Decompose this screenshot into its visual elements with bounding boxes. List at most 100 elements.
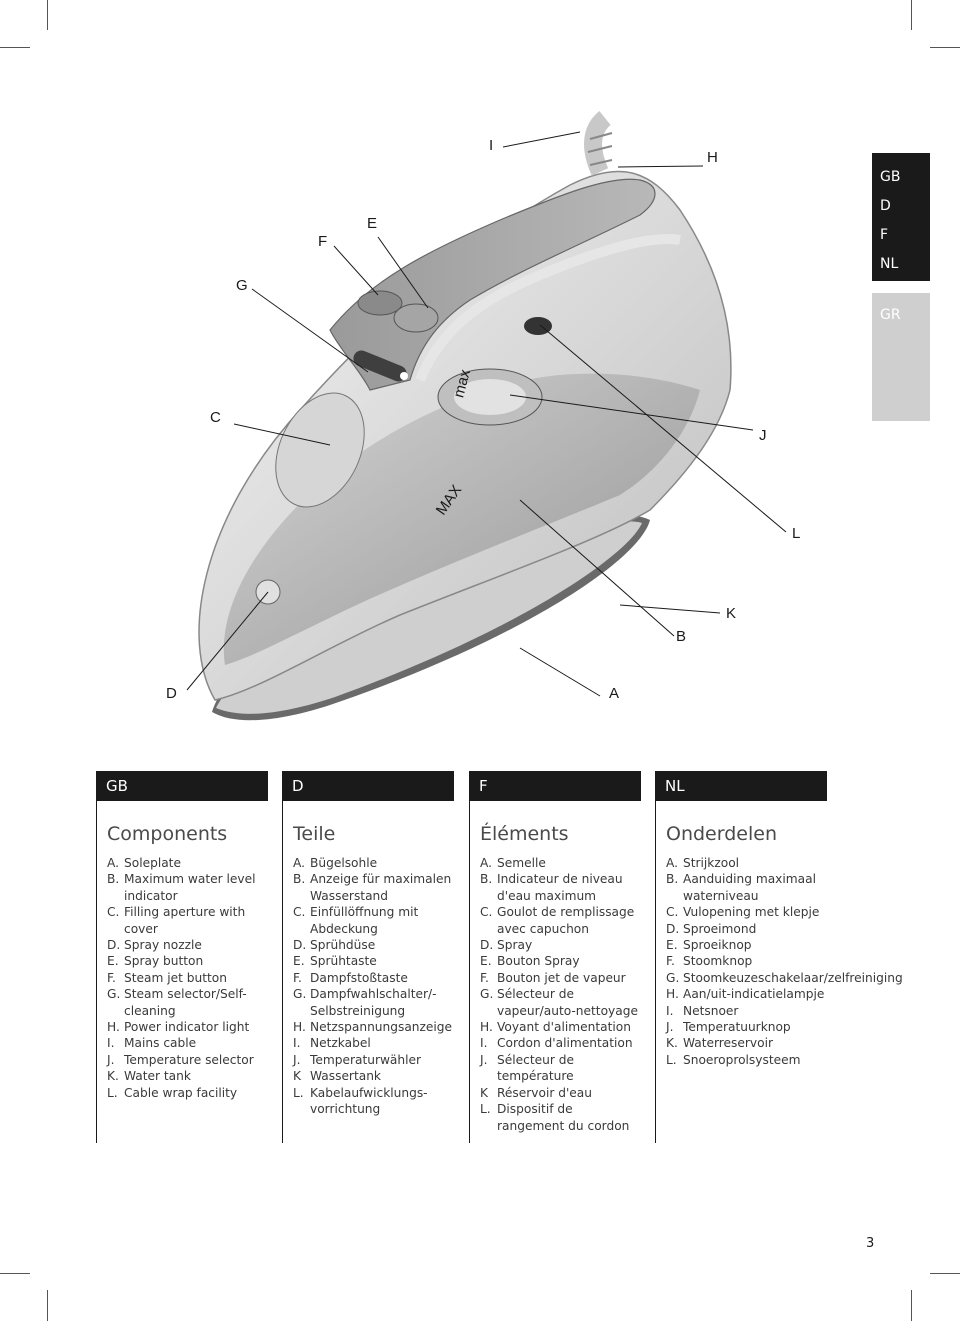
item-key: D.	[666, 921, 680, 936]
item-text: Sproeimond	[683, 921, 757, 936]
list-item: A.Bügelsohle	[293, 855, 454, 871]
callout-b: B	[676, 628, 686, 645]
list-item: D.Sprühdüse	[293, 937, 454, 953]
item-text: Einfüllöffnung mit Abdeckung	[310, 905, 419, 936]
item-key: F.	[480, 970, 489, 985]
list-item: E. Sproeiknop	[666, 937, 827, 953]
item-key: I.	[666, 1003, 674, 1018]
steam-selector-shape	[353, 350, 407, 382]
item-key: J.	[107, 1052, 115, 1067]
item-key: J.	[293, 1052, 301, 1067]
item-text: Goulot de remplissage avec capuchon	[497, 905, 635, 936]
item-text: Dampfwahlschalter/-Selbstreinigung	[310, 987, 437, 1018]
item-key: B.	[293, 872, 306, 887]
list-item: I.Netsnoer	[666, 1003, 827, 1019]
item-key: A.	[293, 856, 305, 870]
filling-cover-shape	[275, 392, 365, 508]
column-title: Teile	[293, 823, 336, 845]
item-text: Aan/uit-indicatielampje	[683, 987, 825, 1002]
item-text: Power indicator light	[124, 1020, 250, 1035]
item-key: C.	[480, 905, 493, 920]
spray-button-shape	[393, 303, 439, 333]
callout-d: D	[166, 685, 177, 702]
item-key: D.	[107, 938, 121, 953]
item-key: B.	[666, 872, 679, 887]
item-text: Spray nozzle	[124, 938, 202, 953]
item-key: K	[293, 1069, 301, 1084]
list-item: K. Waterreservoir	[666, 1035, 827, 1051]
list-item: D.Spray	[480, 937, 641, 953]
item-text: Filling aperture with cover	[124, 905, 246, 936]
list-item: K Wassertank	[293, 1068, 454, 1084]
column-title: Onderdelen	[666, 823, 777, 845]
lang-tab-gb: GB	[880, 169, 901, 185]
item-key: C.	[107, 905, 120, 920]
callout-k: K	[726, 605, 736, 622]
item-text: Réservoir d'eau	[497, 1085, 592, 1100]
callout-a: A	[609, 685, 619, 702]
handle-shape	[329, 178, 656, 391]
item-key: A.	[480, 856, 492, 870]
item-text: Waterreservoir	[683, 1036, 773, 1051]
item-text: Indicateur de niveau d'eau maximum	[497, 872, 623, 903]
list-item: I.Mains cable	[107, 1035, 268, 1051]
list-item: E.Spray button	[107, 953, 268, 969]
power-light-shape	[400, 372, 408, 380]
list-item: A.Semelle	[480, 855, 641, 871]
item-key: E.	[666, 938, 678, 953]
item-key: A.	[666, 856, 678, 870]
crop-mark	[0, 47, 30, 48]
item-key: L.	[480, 1102, 491, 1117]
item-key: A.	[107, 856, 119, 870]
item-text: Stoomknop	[683, 954, 753, 969]
column-rule	[282, 801, 283, 1143]
item-key: F.	[293, 970, 302, 985]
item-text: Cordon d'alimentation	[497, 1036, 633, 1051]
item-key: I.	[293, 1036, 301, 1051]
item-text: Mains cable	[124, 1036, 197, 1051]
item-key: E.	[480, 954, 492, 969]
item-text: Temperaturwähler	[310, 1052, 422, 1067]
active-languages: GB D F NL	[872, 153, 930, 281]
item-text: Voyant d'alimentation	[497, 1020, 631, 1035]
list-item: C. Goulot de remplissage avec capuchon	[480, 904, 641, 937]
list-item: D.Sproeimond	[666, 921, 827, 937]
crop-mark	[930, 47, 960, 48]
callout-e: E	[367, 215, 377, 232]
list-item: L.Snoeroprolsysteem	[666, 1052, 827, 1068]
item-key: H.	[666, 987, 679, 1002]
callout-l: L	[792, 525, 800, 542]
item-text: Cable wrap facility	[124, 1085, 238, 1100]
item-key: B.	[107, 872, 120, 887]
item-key: J.	[666, 1020, 674, 1035]
item-text: Sprühdüse	[310, 938, 376, 953]
list-item: G.Sélecteur de vapeur/auto-nettoyage	[480, 986, 641, 1019]
lang-tab-nl: NL	[880, 256, 899, 272]
crop-mark	[930, 1273, 960, 1274]
lang-tab-d: D	[880, 198, 891, 214]
item-text: Sélecteur de vapeur/auto-nettoyage	[497, 987, 638, 1018]
item-key: J.	[480, 1052, 488, 1067]
item-text: Wassertank	[310, 1069, 381, 1084]
list-item: F.Dampfstoßtaste	[293, 970, 454, 986]
item-text: Kabelaufwicklungs-vorrichtung	[310, 1085, 428, 1117]
list-item: H.Power indicator light	[107, 1019, 268, 1035]
item-key: D.	[480, 938, 494, 953]
item-text: Sélecteur de température	[497, 1052, 574, 1084]
column-rule	[655, 801, 656, 1143]
item-key: G.	[666, 970, 680, 985]
item-key: E.	[293, 954, 305, 969]
item-key: E.	[107, 954, 119, 969]
item-text: Sproeiknop	[683, 938, 752, 953]
item-key: K.	[666, 1036, 678, 1051]
list-item: C. Filling aperture with cover	[107, 904, 268, 937]
item-key: H.	[480, 1020, 493, 1035]
page-number: 3	[866, 1236, 875, 1251]
list-item: J.Temperature selector	[107, 1052, 268, 1068]
item-text: Anzeige für maximalen Wasserstand	[310, 872, 452, 903]
